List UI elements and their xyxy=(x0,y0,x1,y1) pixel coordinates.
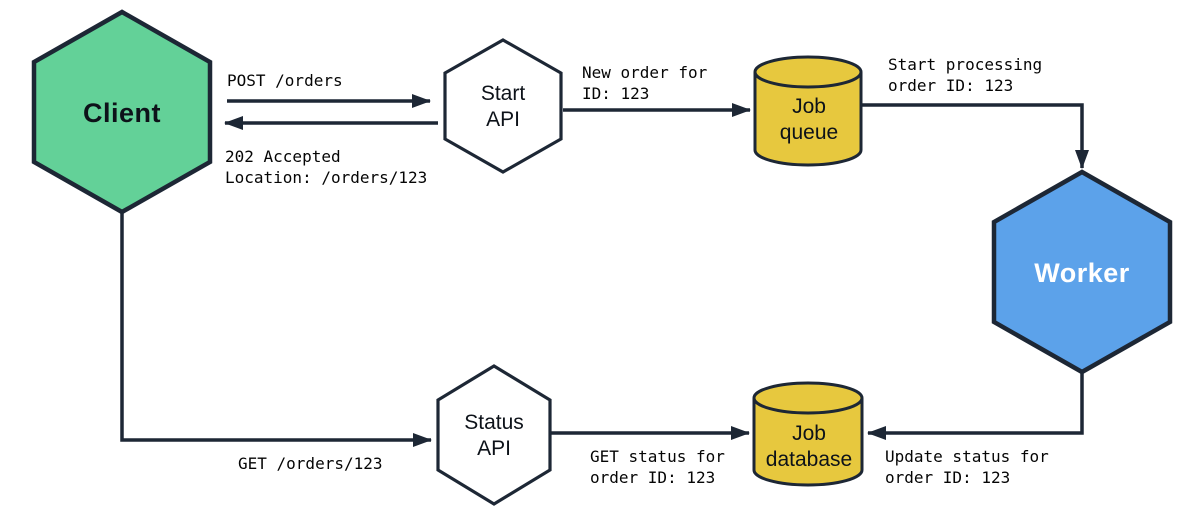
edge-start-processing-label: Start processing order ID: 123 xyxy=(888,55,1043,95)
edge-get-orders-label: GET /orders/123 xyxy=(238,454,383,473)
worker-node-hexagon xyxy=(991,169,1173,375)
edge-update-status-arrow xyxy=(867,373,1084,440)
edge-get-orders-arrow xyxy=(120,212,432,447)
edge-post-orders-label: POST /orders xyxy=(227,71,343,90)
status-api-node-label: Status API xyxy=(464,411,524,460)
client-node-label: Client xyxy=(82,98,162,128)
edge-start-processing-arrow xyxy=(861,103,1089,169)
client-node-hexagon xyxy=(31,9,213,215)
edge-get-status-label: GET status for order ID: 123 xyxy=(590,447,725,487)
edge-new-order-label: New order for ID: 123 xyxy=(582,63,708,103)
start-api-node-label: Start API xyxy=(480,82,526,131)
edge-accepted-label: 202 Accepted Location: /orders/123 xyxy=(225,147,428,187)
job-database-node-label: Job database xyxy=(765,422,853,471)
job-queue-cylinder-top xyxy=(753,55,863,89)
job-queue-node-label: Job queue xyxy=(779,95,839,144)
job-queue-cylinder xyxy=(753,55,863,167)
job-database-cylinder-body xyxy=(752,398,864,487)
worker-node-label: Worker xyxy=(1034,258,1130,288)
start-api-node-hexagon xyxy=(443,38,563,174)
status-api-node-hexagon xyxy=(436,364,552,506)
job-database-cylinder xyxy=(752,381,864,487)
job-database-cylinder-top xyxy=(752,381,864,415)
edge-update-status-label: Update status for order ID: 123 xyxy=(885,447,1049,487)
job-queue-cylinder-body xyxy=(753,72,863,167)
edge-group xyxy=(120,94,1089,447)
